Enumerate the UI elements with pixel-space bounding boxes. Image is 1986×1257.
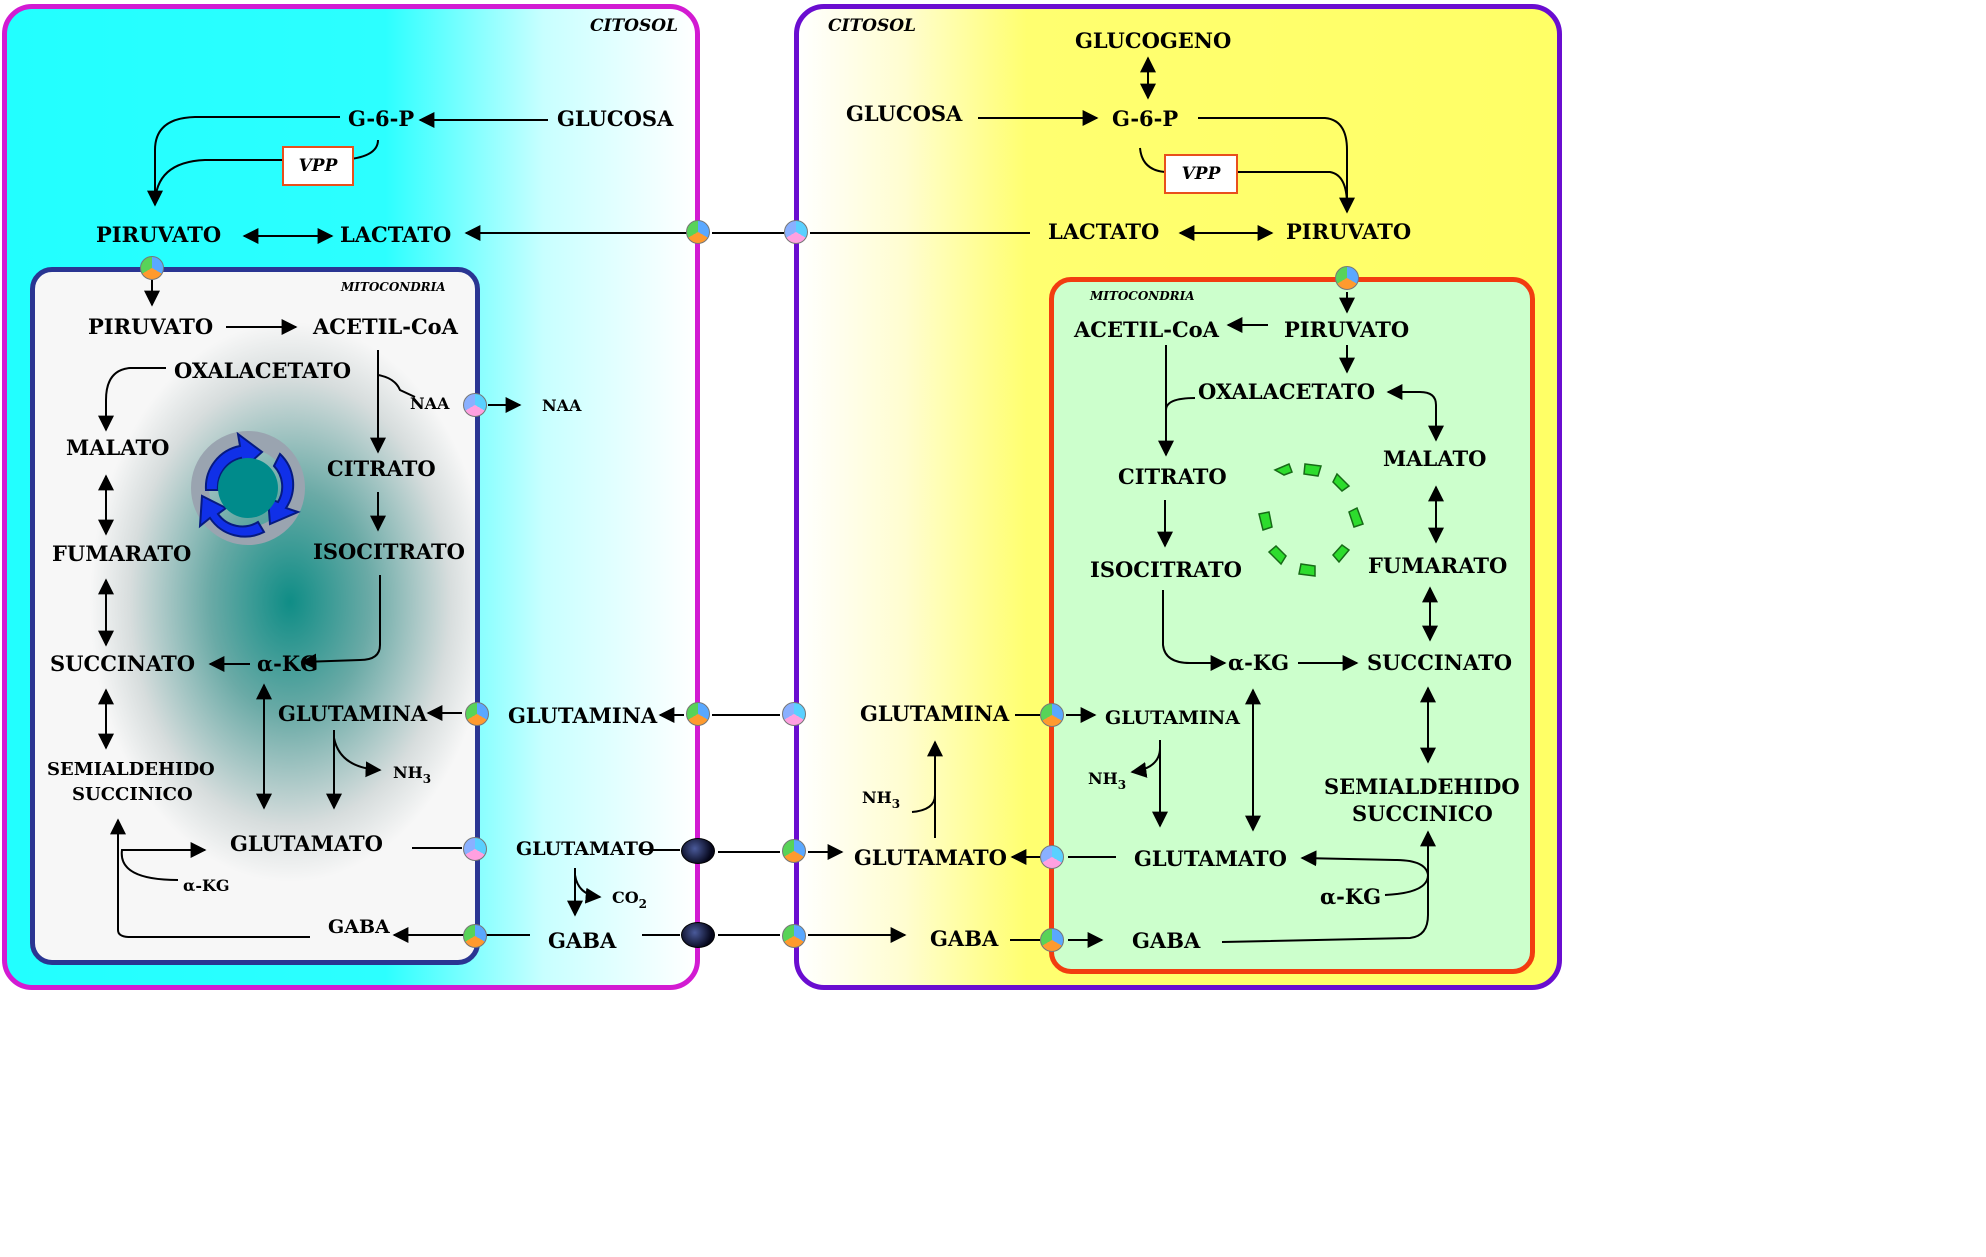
pathway-arrows [98, 56, 1444, 948]
transporter-icon [463, 837, 487, 861]
left-fumarato: FUMARATO [52, 541, 192, 566]
left-akg: α-KG [257, 651, 319, 676]
right-glutamina-cyto: GLUTAMINA [860, 701, 1010, 726]
left-semialdehido-2: SUCCINICO [72, 784, 193, 805]
left-g6p: G-6-P [348, 106, 415, 131]
right-akg: α-KG [1228, 650, 1290, 675]
right-malato: MALATO [1383, 446, 1487, 471]
right-acetil-coa: ACETIL-CoA [1074, 317, 1219, 342]
left-semialdehido-1: SEMIALDEHIDO [47, 759, 215, 780]
left-lactato: LACTATO [340, 222, 452, 247]
right-gaba-cyto: GABA [930, 926, 999, 951]
transporter-icon [1040, 928, 1064, 952]
transporter-icon [686, 702, 710, 726]
left-piruvato-mito: PIRUVATO [88, 314, 214, 339]
right-gaba-mito: GABA [1132, 928, 1201, 953]
right-akg-small: α-KG [1320, 884, 1382, 909]
transporter-icon [465, 702, 489, 726]
right-g6p: G-6-P [1112, 106, 1179, 131]
left-isocitrato: ISOCITRATO [313, 539, 465, 564]
transporter-icon [463, 924, 487, 948]
left-naa-outer: NAA [542, 396, 582, 415]
right-mitochondria [1049, 277, 1535, 974]
right-semialdehido-2: SUCCINICO [1352, 801, 1493, 826]
right-citrato: CITRATO [1118, 464, 1227, 489]
left-malato: MALATO [66, 435, 170, 460]
left-gaba-mito: GABA [328, 916, 390, 938]
right-semialdehido-1: SEMIALDEHIDO [1324, 774, 1520, 799]
transporter-icon [1040, 845, 1064, 869]
right-glutamato-cyto: GLUTAMATO [854, 845, 1007, 870]
dark-transporter-icon [681, 922, 715, 948]
left-glutamina-mito: GLUTAMINA [278, 701, 428, 726]
right-isocitrato: ISOCITRATO [1090, 557, 1242, 582]
transporter-icon [782, 839, 806, 863]
right-succinato: SUCCINATO [1367, 650, 1512, 675]
right-fumarato: FUMARATO [1368, 553, 1508, 578]
transporter-icon [1335, 266, 1359, 290]
right-piruvato-mito: PIRUVATO [1284, 317, 1410, 342]
left-akg-small: α-KG [183, 876, 230, 895]
left-citosol-label: CITOSOL [590, 16, 678, 36]
left-mitocondria-label: MITOCONDRIA [341, 280, 446, 294]
left-acetil-coa: ACETIL-CoA [313, 314, 458, 339]
left-piruvato-cyto: PIRUVATO [96, 222, 222, 247]
right-glutamato-mito: GLUTAMATO [1134, 846, 1287, 871]
transporter-icon [463, 393, 487, 417]
green-circular-arrows-icon [1258, 463, 1364, 577]
right-glucosa: GLUCOSA [846, 101, 963, 126]
transporter-icon [140, 256, 164, 280]
transporter-icon [784, 220, 808, 244]
left-vpp-box: VPP [282, 146, 354, 186]
right-nh3-mito: NH3 [1088, 769, 1127, 792]
right-glutamina-mito: GLUTAMINA [1105, 707, 1240, 729]
transporter-icon [1040, 703, 1064, 727]
left-citrato: CITRATO [327, 456, 436, 481]
left-oxalacetato: OXALACETATO [174, 358, 352, 383]
right-lactato: LACTATO [1048, 219, 1160, 244]
right-oxalacetato: OXALACETATO [1198, 379, 1376, 404]
transporter-icon [782, 702, 806, 726]
left-nh3: NH3 [393, 763, 432, 786]
right-nh3-cyto: NH3 [862, 788, 901, 811]
left-naa-inner: NAA [410, 394, 450, 413]
right-glucogeno: GLUCOGENO [1075, 28, 1232, 53]
right-mitocondria-label: MITOCONDRIA [1090, 289, 1195, 303]
blue-circular-arrows-icon [191, 431, 305, 545]
left-glutamina-cyto: GLUTAMINA [508, 703, 658, 728]
transporter-icon [782, 924, 806, 948]
right-piruvato-cyto: PIRUVATO [1286, 219, 1412, 244]
dark-transporter-icon [681, 838, 715, 864]
right-vpp-box: VPP [1164, 154, 1238, 194]
left-co2: CO2 [612, 888, 648, 911]
left-gaba-cyto: GABA [548, 928, 617, 953]
left-glutamato-mito: GLUTAMATO [230, 831, 383, 856]
left-succinato: SUCCINATO [50, 651, 195, 676]
right-citosol-label: CITOSOL [828, 16, 916, 36]
left-glucosa: GLUCOSA [557, 106, 674, 131]
transporter-icon [686, 220, 710, 244]
left-glutamato-cyto: GLUTAMATO [516, 838, 655, 860]
